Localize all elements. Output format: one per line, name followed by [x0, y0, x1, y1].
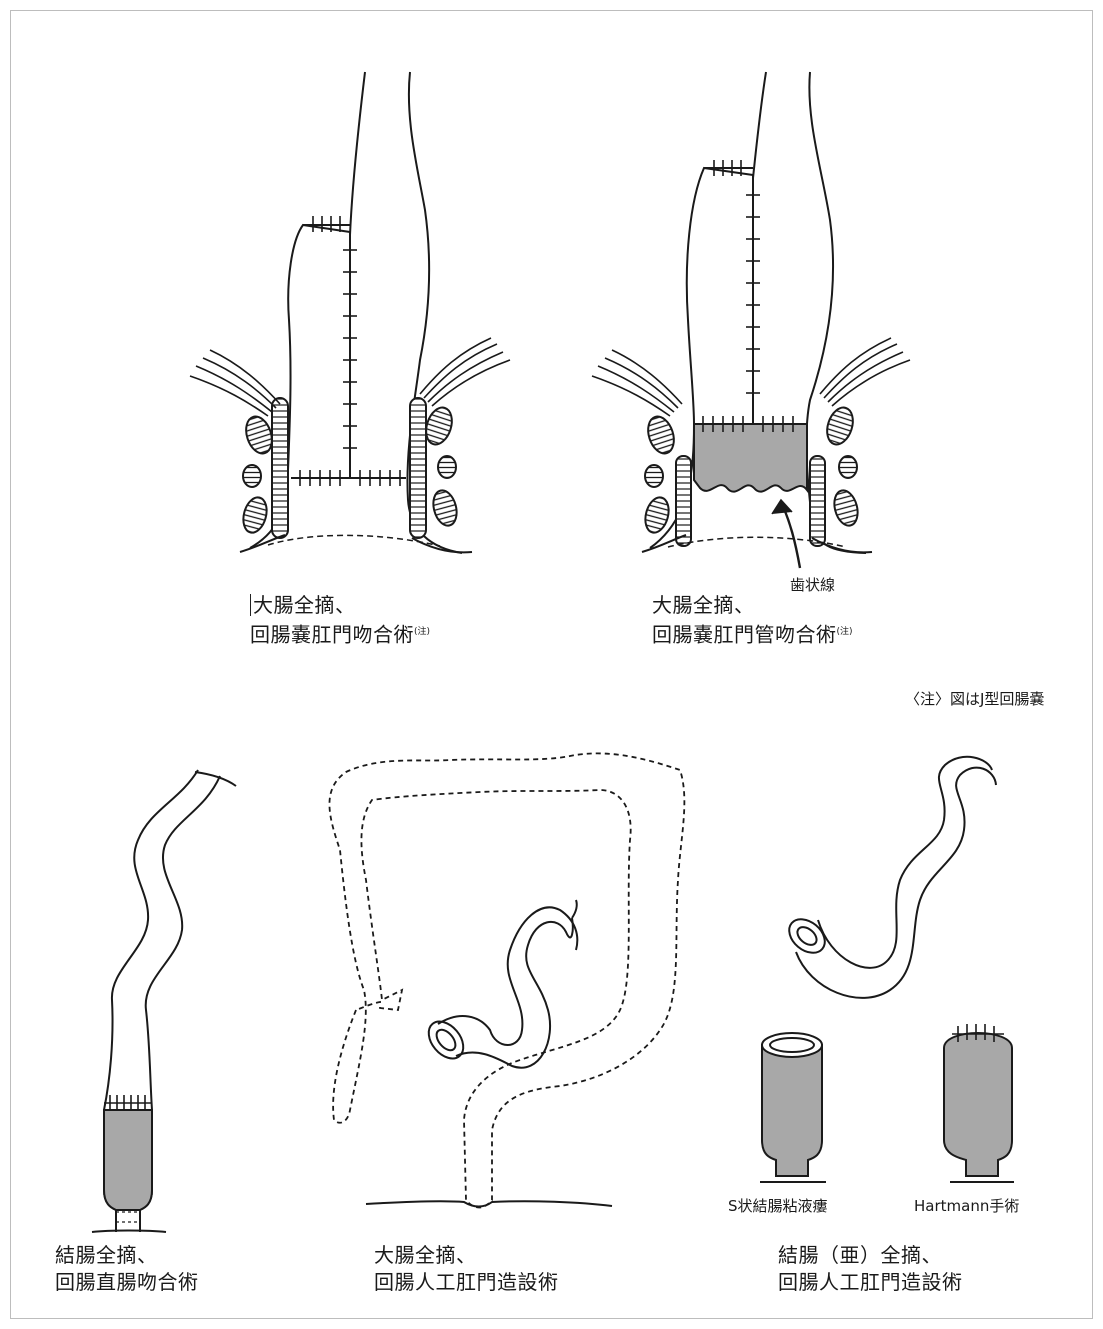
- ileorectal-anastomosis-label: 結腸全摘、 回腸直腸吻合術: [55, 1242, 199, 1296]
- note-marker: (注): [414, 627, 430, 637]
- ileal-pouch-anal-anastomosis-diagram: [190, 72, 510, 553]
- ileal-pouch-anal-canal-anastomosis-label: 大腸全摘、 回腸嚢肛門管吻合術(注): [652, 592, 853, 649]
- ileal-pouch-anal-canal-anastomosis-diagram: [592, 72, 910, 568]
- sigmoid-mucous-fistula-label: S状結腸粘液瘻: [728, 1195, 828, 1216]
- text-cursor: [250, 594, 251, 616]
- ileorectal-anastomosis-diagram: [92, 770, 236, 1232]
- subtotal-colectomy-ileostomy-diagram: [760, 757, 1014, 1182]
- total-colectomy-ileostomy-diagram: [329, 753, 684, 1207]
- footnote: 〈注〉図はJ型回腸嚢: [905, 688, 1044, 709]
- ileal-pouch-anal-anastomosis-label: 大腸全摘、 回腸嚢肛門吻合術(注): [250, 592, 430, 649]
- note-marker: (注): [837, 627, 853, 637]
- subtotal-colectomy-ileostomy-label: 結腸（亜）全摘、 回腸人工肛門造設術: [778, 1242, 963, 1296]
- hartmann-procedure-label: Hartmann手術: [914, 1195, 1019, 1216]
- total-colectomy-ileostomy-label: 大腸全摘、 回腸人工肛門造設術: [374, 1242, 559, 1296]
